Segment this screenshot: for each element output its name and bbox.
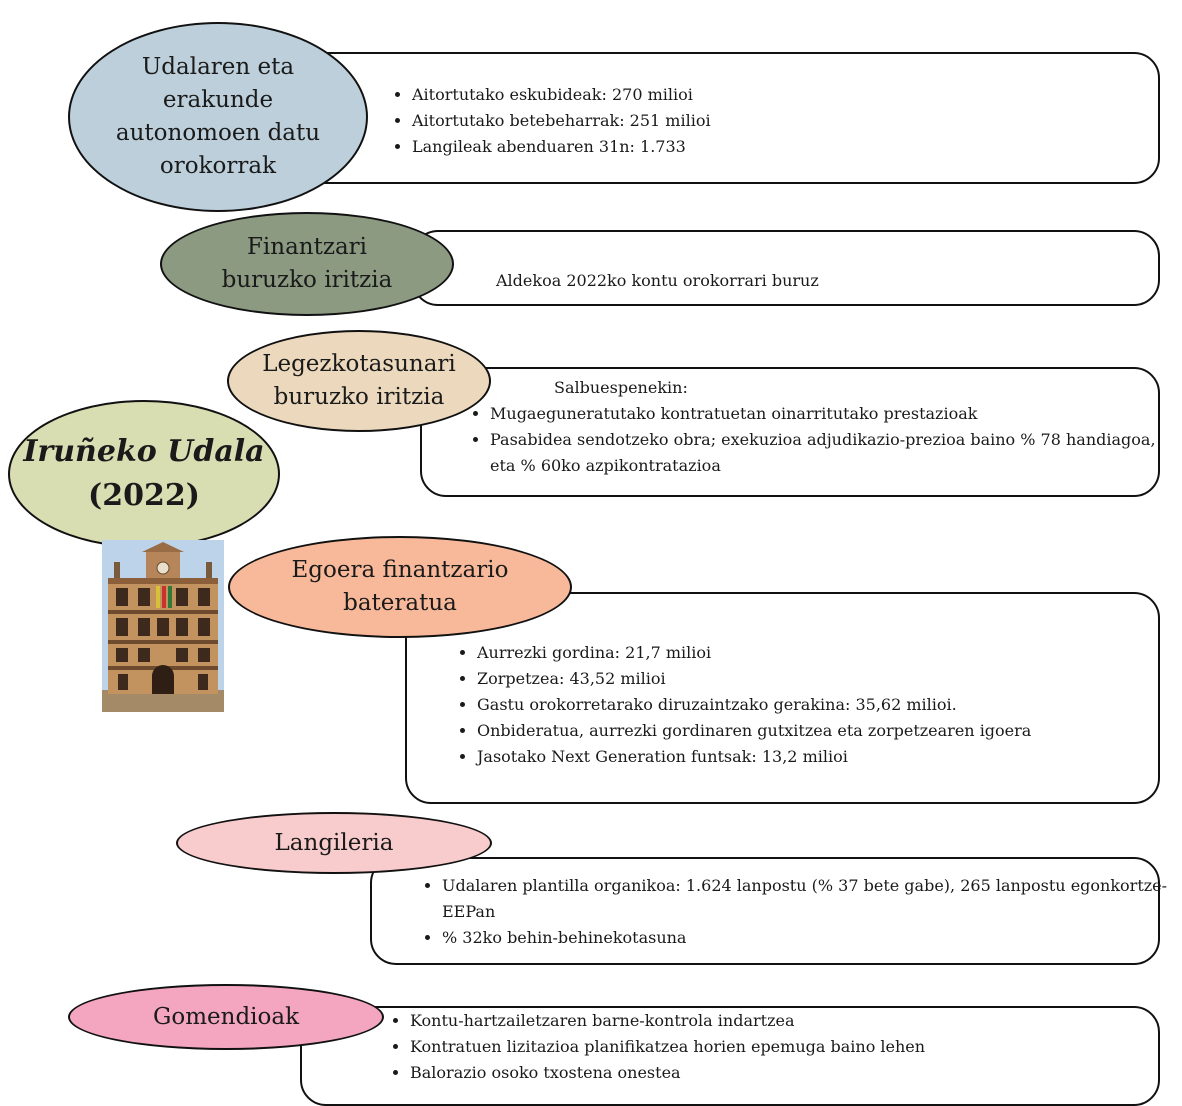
- list-item: % 32ko behin-behinekotasuna: [442, 925, 1182, 951]
- list-item: Aitortutako betebeharrak: 251 milioi: [412, 108, 1152, 134]
- financial-situation-label: Egoera finantzario bateratua: [291, 557, 509, 616]
- title-ellipse: Iruñeko Udala (2022): [8, 400, 280, 548]
- general-data-list: Aitortutako eskubideak: 270 milioi Aitor…: [390, 82, 1152, 160]
- legality-list: Mugaeguneratutako kontratuetan oinarritu…: [468, 401, 1170, 479]
- legality-opinion-label: Legezkotasunari buruzko iritzia: [262, 351, 456, 410]
- financial-situation-box: Aurrezki gordina: 21,7 milioi Zorpetzea:…: [405, 592, 1160, 804]
- recommendations-label: Gomendioak: [152, 1003, 300, 1030]
- financial-opinion-ellipse: Finantzari buruzko iritzia: [160, 212, 454, 316]
- financial-situation-ellipse: Egoera finantzario bateratua: [228, 536, 572, 638]
- title-line1: Iruñeko Udala: [23, 434, 265, 469]
- staff-box: Udalaren plantilla organikoa: 1.624 lanp…: [370, 857, 1167, 965]
- general-data-label: Udalaren eta erakunde autonomoen datu or…: [115, 54, 321, 179]
- list-item: Kontu-hartzailetzaren barne-kontrola ind…: [410, 1008, 1170, 1034]
- list-item: Jasotako Next Generation funtsak: 13,2 m…: [477, 744, 1177, 770]
- recommendations-box: Kontu-hartzailetzaren barne-kontrola ind…: [300, 1006, 1160, 1106]
- legality-opinion-box: Salbuespenekin: Mugaeguneratutako kontra…: [420, 367, 1160, 497]
- list-item: Gastu orokorretarako diruzaintzako gerak…: [477, 692, 1177, 718]
- staff-list: Udalaren plantilla organikoa: 1.624 lanp…: [420, 873, 1182, 951]
- recommendations-ellipse: Gomendioak: [68, 984, 384, 1050]
- financial-opinion-text: Aldekoa 2022ko kontu orokorrari buruz: [496, 271, 819, 290]
- financial-opinion-label: Finantzari buruzko iritzia: [221, 234, 393, 293]
- general-data-ellipse: Udalaren eta erakunde autonomoen datu or…: [68, 22, 368, 212]
- list-item: Kontratuen lizitazioa planifikatzea hori…: [410, 1034, 1170, 1060]
- staff-label: Langileria: [274, 829, 394, 856]
- recommendations-list: Kontu-hartzailetzaren barne-kontrola ind…: [388, 1008, 1170, 1086]
- city-hall-photo: [102, 540, 224, 712]
- list-item: Onbideratua, aurrezki gordinaren gutxitz…: [477, 718, 1177, 744]
- legality-intro: Salbuespenekin:: [554, 378, 688, 397]
- list-item: Langileak abenduaren 31n: 1.733: [412, 134, 1152, 160]
- financial-opinion-box: Aldekoa 2022ko kontu orokorrari buruz: [412, 230, 1160, 306]
- list-item: Pasabidea sendotzeko obra; exekuzioa adj…: [490, 427, 1170, 479]
- financial-situation-list: Aurrezki gordina: 21,7 milioi Zorpetzea:…: [455, 640, 1177, 770]
- general-data-box: Aitortutako eskubideak: 270 milioi Aitor…: [300, 52, 1160, 184]
- staff-ellipse: Langileria: [176, 812, 492, 874]
- list-item: Balorazio osoko txostena onestea: [410, 1060, 1170, 1086]
- list-item: Udalaren plantilla organikoa: 1.624 lanp…: [442, 873, 1182, 925]
- list-item: Zorpetzea: 43,52 milioi: [477, 666, 1177, 692]
- title-line2: (2022): [88, 478, 200, 513]
- list-item: Mugaeguneratutako kontratuetan oinarritu…: [490, 401, 1170, 427]
- list-item: Aurrezki gordina: 21,7 milioi: [477, 640, 1177, 666]
- legality-opinion-ellipse: Legezkotasunari buruzko iritzia: [227, 330, 491, 432]
- list-item: Aitortutako eskubideak: 270 milioi: [412, 82, 1152, 108]
